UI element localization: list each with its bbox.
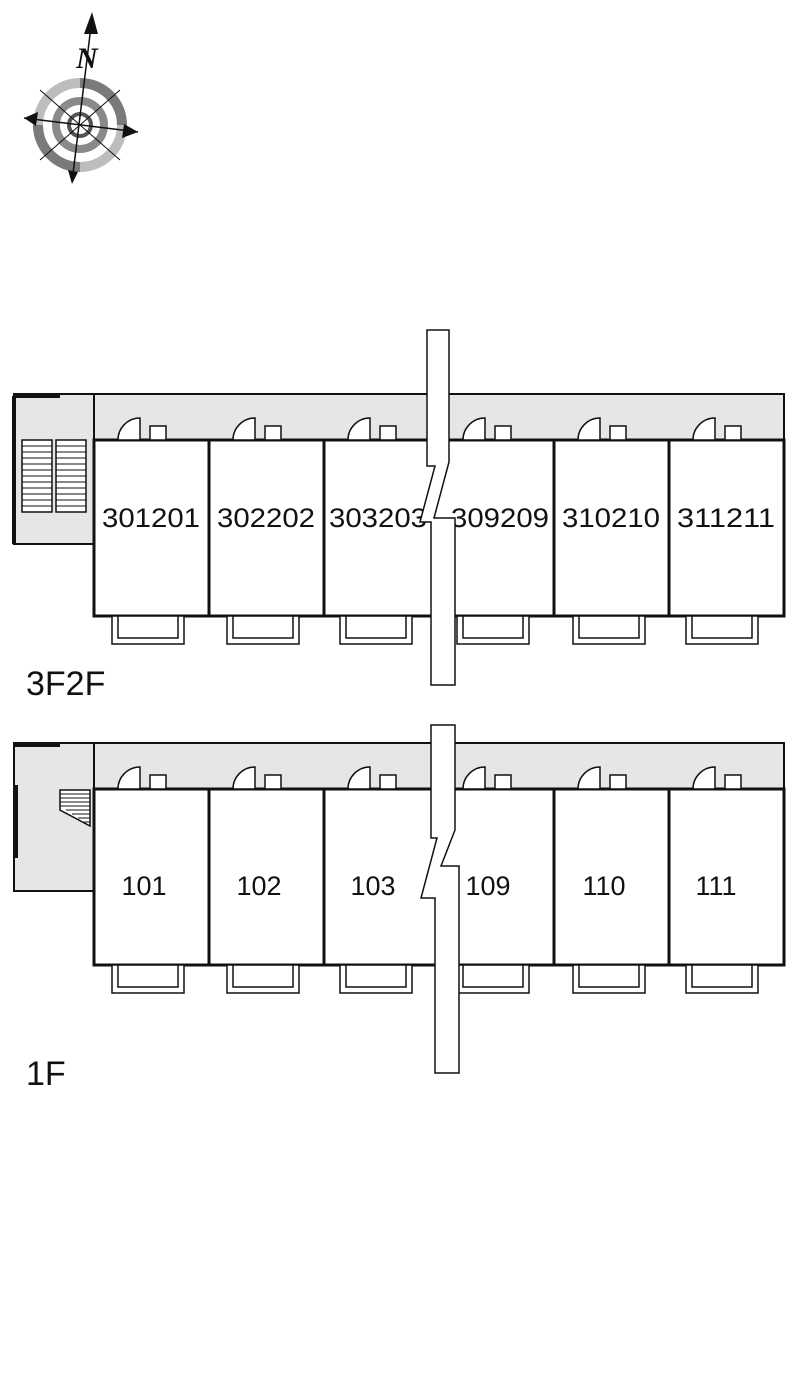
unit-label: 101 [121, 871, 166, 901]
unit-label: 311211 [677, 503, 775, 533]
unit-label: 310210 [562, 503, 660, 533]
break-line-mark [420, 724, 460, 1074]
unit-label: 111 [695, 871, 736, 901]
staircase-icon [59, 789, 91, 828]
unit-label: 103 [350, 871, 395, 901]
unit-label: 110 [582, 871, 625, 901]
unit-label: 102 [236, 871, 281, 901]
unit-label: 302202 [217, 503, 315, 533]
staircase-icon [21, 439, 87, 513]
upper-floor-plan: 301201 302202 303203 309209 310210 31121… [12, 329, 786, 703]
door-icons [117, 766, 742, 790]
break-line-mark [419, 329, 456, 686]
floor-label: 3F2F [26, 665, 105, 703]
balcony-icons [111, 964, 759, 994]
balcony-icons [111, 615, 759, 645]
north-label: N [75, 42, 99, 75]
unit-label: 309209 [451, 503, 549, 533]
unit-label: 303203 [329, 503, 427, 533]
ground-floor-plan: 101 102 103 109 110 111 1F [13, 724, 786, 1093]
unit-label: 301201 [102, 503, 200, 533]
floor-label: 1F [26, 1055, 66, 1093]
door-icons [117, 417, 742, 441]
unit-label: 109 [465, 871, 510, 901]
compass-rose-icon: N [23, 12, 139, 184]
